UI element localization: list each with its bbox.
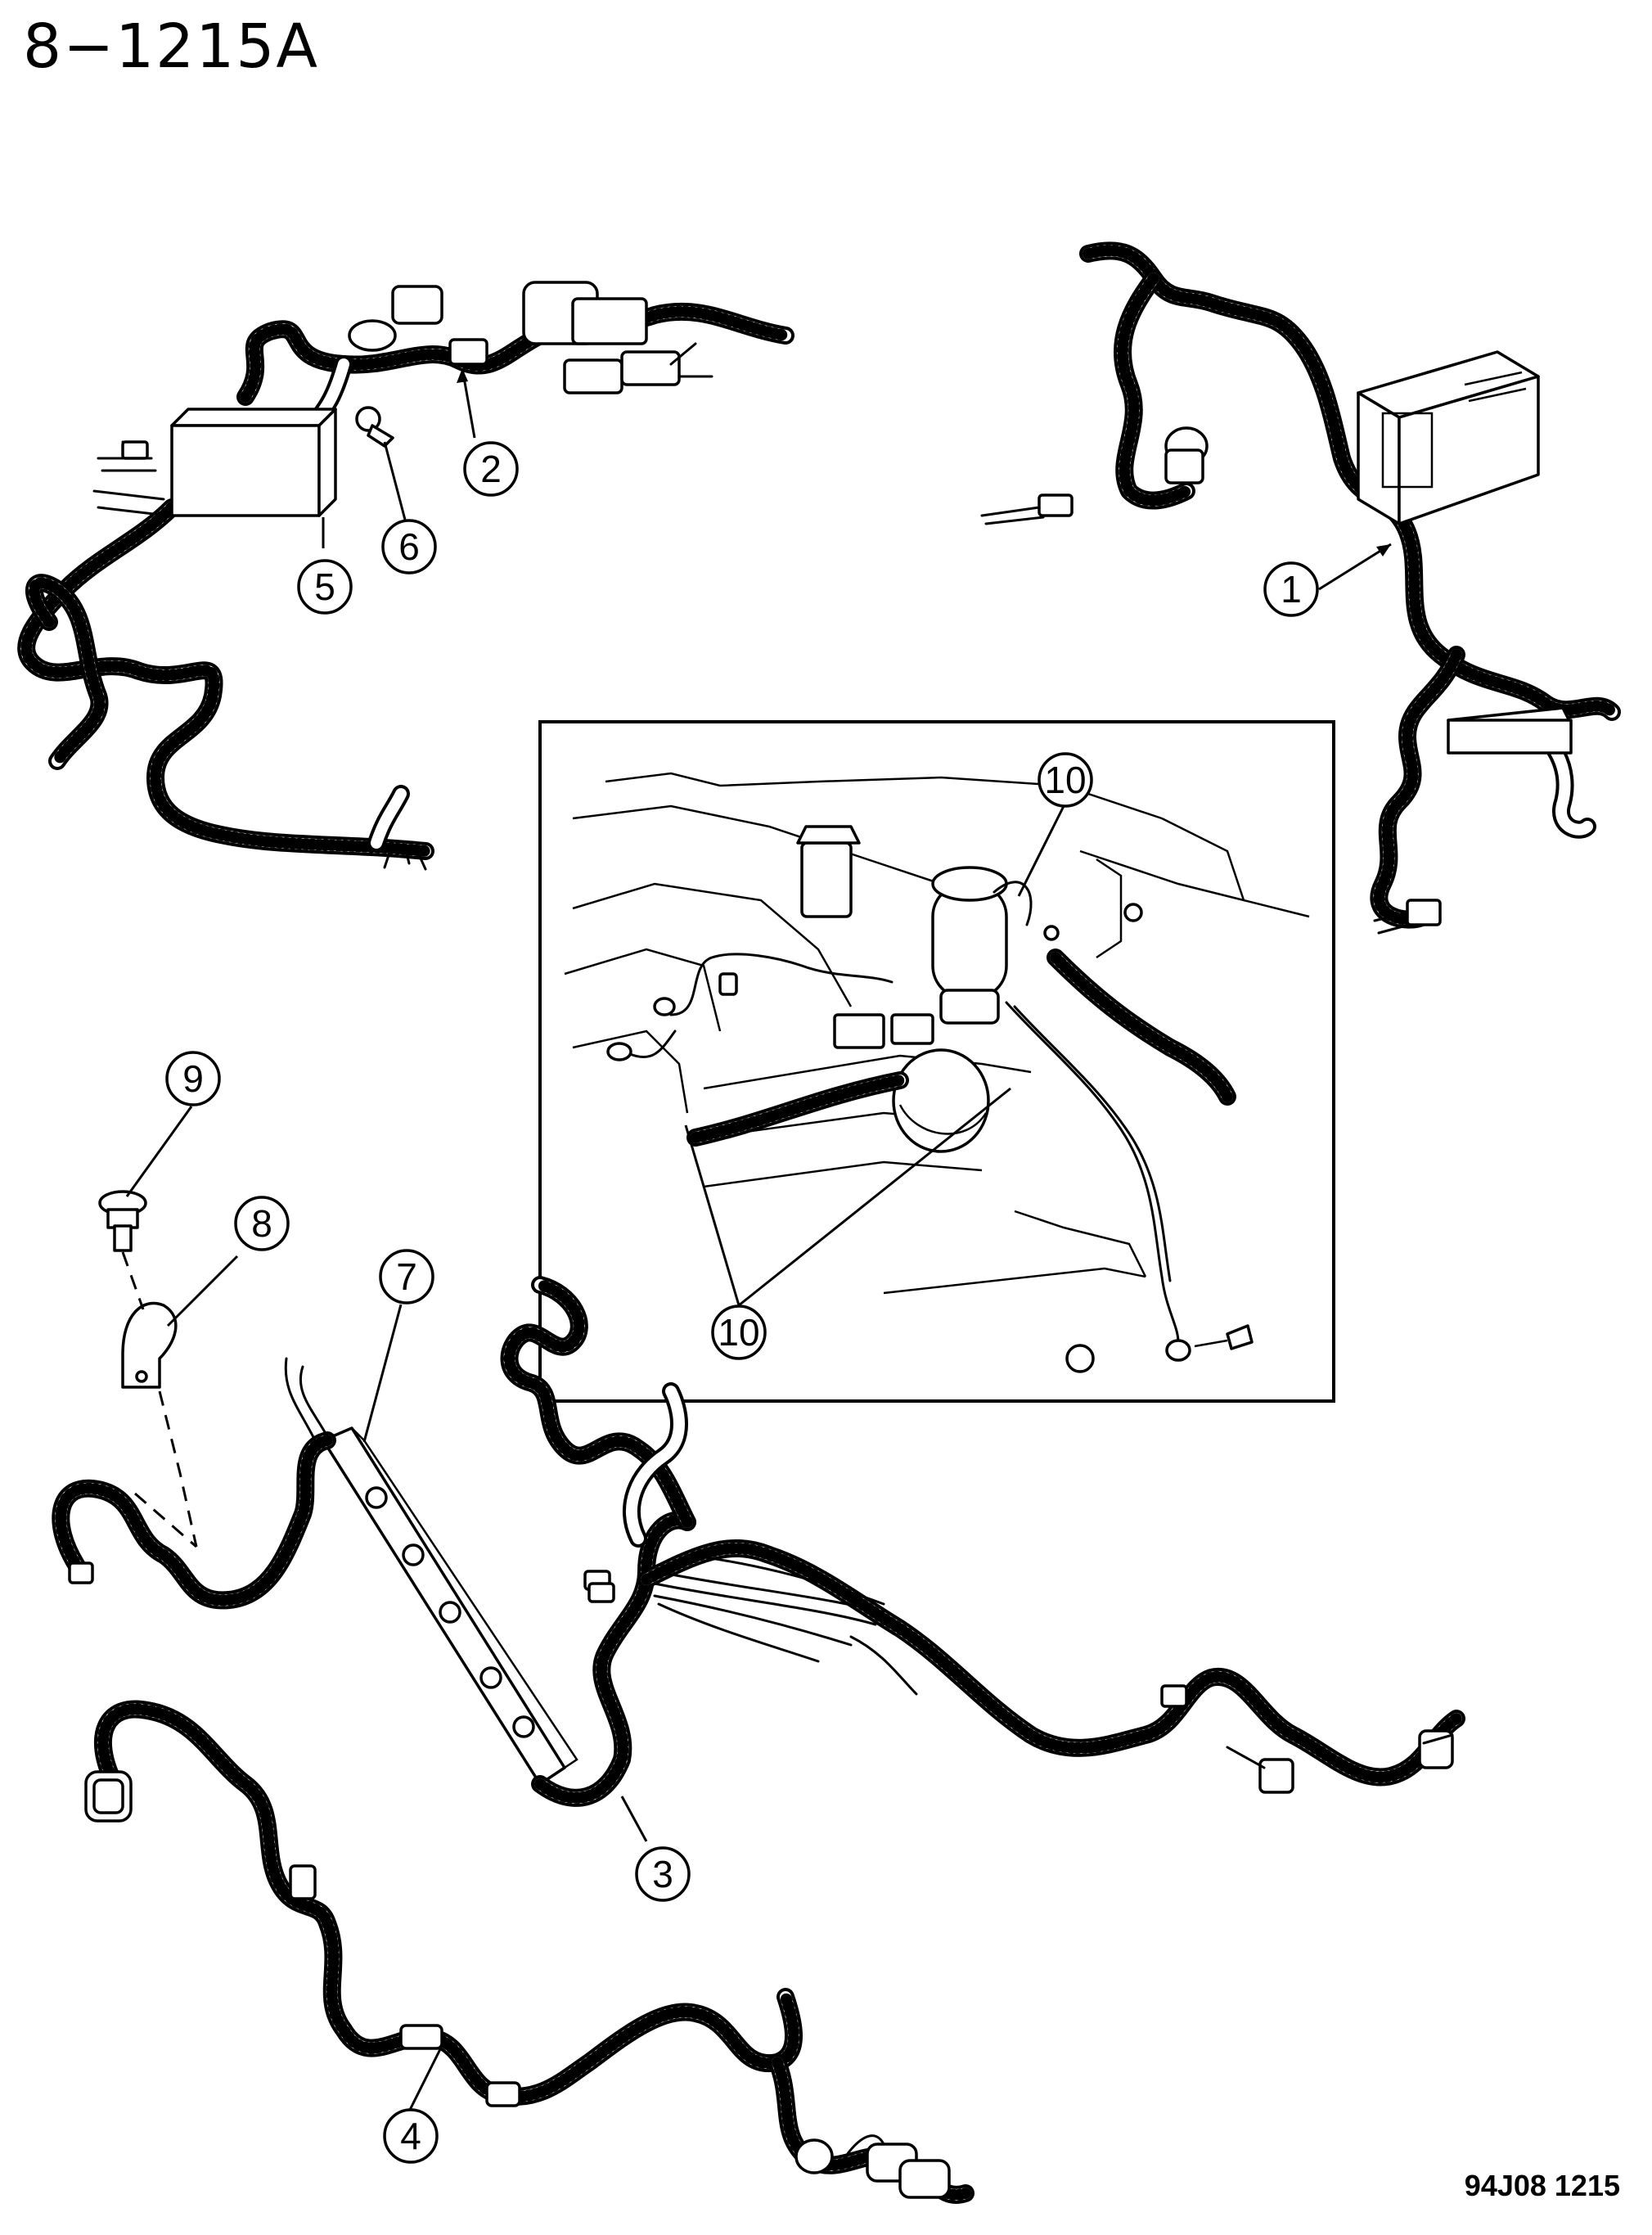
power-distribution-box <box>170 408 337 517</box>
callout-4-label: 4 <box>400 2115 421 2157</box>
callout-9-label: 9 <box>182 1057 204 1100</box>
leader-9 <box>125 1106 193 1197</box>
diagram-title: 8−1215A <box>23 11 319 82</box>
callout-10-top: 10 <box>1038 752 1093 808</box>
callout-2: 2 <box>463 441 519 497</box>
ground-strap-inset <box>538 720 1335 1403</box>
mounting-bolt <box>98 1190 147 1252</box>
callout-10-top-label: 10 <box>1044 759 1086 801</box>
leader-6 <box>383 441 407 520</box>
leader-10-bottom-b <box>738 1087 1011 1307</box>
harness-connector-block <box>1447 706 1573 755</box>
callout-6: 6 <box>381 519 437 575</box>
callout-5-label: 5 <box>314 566 335 608</box>
callout-7-label: 7 <box>396 1255 417 1298</box>
callout-3: 3 <box>635 1846 691 1902</box>
injector-rail-bracket <box>322 1426 578 1786</box>
callout-2-label: 2 <box>480 448 502 490</box>
leader-4 <box>407 2045 443 2112</box>
leader-7 <box>362 1304 403 1443</box>
upper-right-harness <box>980 241 1621 935</box>
callout-1-label: 1 <box>1281 568 1302 611</box>
bottom-harness <box>84 1700 975 2204</box>
callout-10-bottom-label: 10 <box>718 1311 759 1354</box>
upper-left-harness <box>17 281 794 871</box>
control-module <box>1357 350 1540 525</box>
leader-10-top <box>1017 805 1065 897</box>
callout-8: 8 <box>234 1196 290 1251</box>
callout-3-label: 3 <box>652 1853 673 1895</box>
callout-5: 5 <box>297 559 353 615</box>
leader-1 <box>1318 543 1392 591</box>
leader-3 <box>620 1796 648 1842</box>
callout-8-label: 8 <box>251 1202 272 1245</box>
leader-8 <box>166 1255 239 1327</box>
figure-code: 94J08 1215 <box>1465 2169 1620 2202</box>
harness-clip <box>355 406 394 448</box>
callout-4: 4 <box>383 2108 439 2164</box>
leader-10-bottom-a <box>684 1124 740 1306</box>
callout-7: 7 <box>379 1249 434 1305</box>
callout-9: 9 <box>165 1051 221 1106</box>
callout-1: 1 <box>1263 561 1319 617</box>
lower-harness <box>52 1106 1465 1842</box>
callout-6-label: 6 <box>398 525 420 568</box>
harness-clamp <box>121 1301 178 1389</box>
callout-10-bottom: 10 <box>711 1305 767 1360</box>
